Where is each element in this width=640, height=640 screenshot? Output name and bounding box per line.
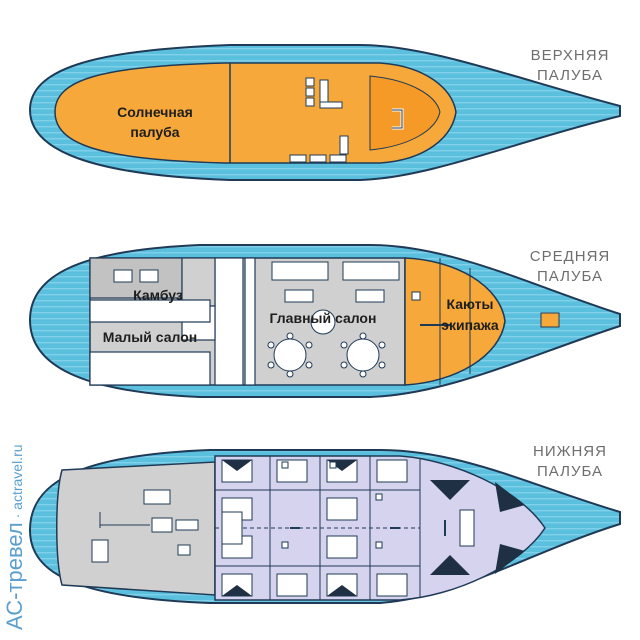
crew-cabins-label-line1: Каюты <box>447 296 494 312</box>
main-salon-label: Главный салон <box>270 310 377 326</box>
upper-deck-title-line2: ПАЛУБА <box>536 67 603 84</box>
sun-deck-area <box>54 62 457 164</box>
small-salon-label: Малый салон <box>103 329 197 345</box>
watermark-site: actravel.ru <box>9 444 25 510</box>
middle-deck: Камбуз Малый салон Главный салон Каюты э… <box>28 244 621 398</box>
galley-label: Камбуз <box>133 287 183 303</box>
lower-deck-title-line2: ПАЛУБА <box>536 463 603 480</box>
lower-deck-title: НИЖНЯЯ ПАЛУБА <box>518 442 622 482</box>
upper-deck-title-line1: ВЕРХНЯЯ <box>530 47 610 64</box>
crew-cabins-area <box>404 257 506 386</box>
watermark-brand: АС-тревел <box>2 522 27 630</box>
middle-deck-title-line1: СРЕДНЯЯ <box>529 248 611 265</box>
lower-deck <box>28 449 621 604</box>
bow-hatch <box>540 312 560 328</box>
sun-deck-label-line1: Солнечная <box>117 104 193 120</box>
upper-furniture <box>289 77 404 163</box>
sun-deck-label-line2: палуба <box>130 124 179 140</box>
upper-deck-title: ВЕРХНЯЯ ПАЛУБА <box>518 46 622 86</box>
watermark-separator: · <box>9 509 25 523</box>
wheelhouse-area <box>369 75 441 151</box>
crew-cabins-label-line2: экипажа <box>441 317 499 333</box>
upper-deck: Солнечная палуба <box>28 44 621 181</box>
middle-deck-title: СРЕДНЯЯ ПАЛУБА <box>518 247 622 287</box>
lower-deck-title-line1: НИЖНЯЯ <box>533 443 607 460</box>
middle-deck-title-line2: ПАЛУБА <box>536 268 603 285</box>
